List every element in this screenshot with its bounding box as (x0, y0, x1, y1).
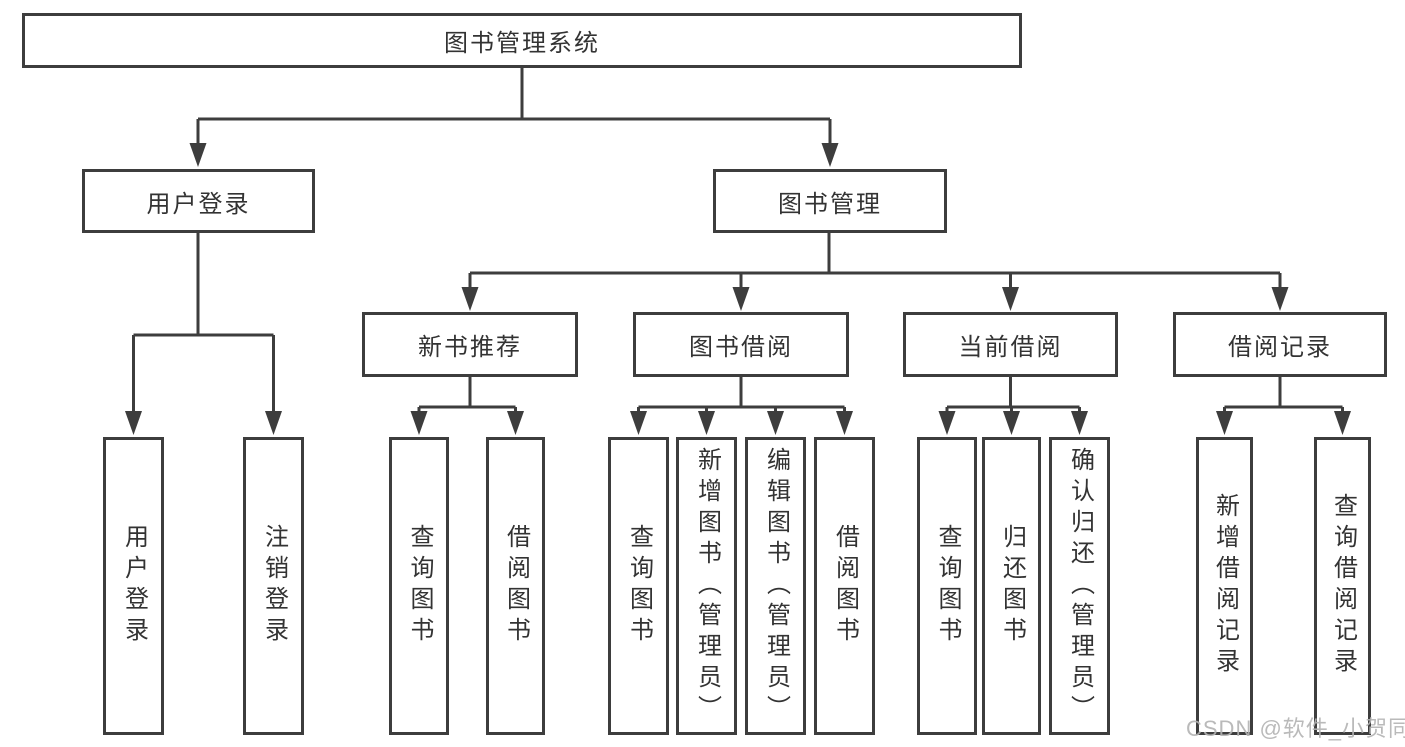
node-label: 查询图书 (625, 524, 653, 648)
connector-borrowing-records-branch (1216, 377, 1351, 435)
leaf-add-borrow-record: 新增借阅记录 (1196, 437, 1253, 735)
node-label: 图书管理系统 (444, 30, 600, 57)
node-library-system-root: 图书管理系统 (22, 13, 1022, 68)
connector-user-login-branch (125, 233, 282, 435)
node-label: 查询图书 (406, 524, 433, 648)
connector-book-management-branch (461, 233, 1289, 311)
leaf-search-books-recommend: 查询图书 (389, 437, 449, 735)
node-label: 借阅图书 (831, 524, 859, 648)
leaf-add-books-admin: 新增图书（管理员） (676, 437, 737, 735)
leaf-edit-books-admin: 编辑图书（管理员） (745, 437, 806, 735)
node-label: 查询图书 (934, 524, 961, 648)
connector-book-borrowing-branch (630, 377, 853, 435)
leaf-search-books-borrowing: 查询图书 (608, 437, 669, 735)
leaf-borrow-books-borrowing: 借阅图书 (814, 437, 875, 735)
node-label: 编辑图书（管理员） (762, 446, 790, 726)
node-current-borrowing: 当前借阅 (903, 312, 1118, 377)
csdn-watermark: CSDN @软件_小贺同学 (1186, 716, 1405, 741)
node-label: 查询借阅记录 (1329, 493, 1357, 679)
leaf-search-books-current: 查询图书 (917, 437, 977, 735)
node-label: 图书管理 (778, 190, 882, 218)
node-label: 新书推荐 (418, 334, 522, 361)
node-user-login: 用户登录 (82, 169, 315, 233)
leaf-borrow-books-recommend: 借阅图书 (486, 437, 545, 735)
node-label: 图书借阅 (689, 334, 793, 361)
leaf-search-borrow-record: 查询借阅记录 (1314, 437, 1371, 735)
node-label: 当前借阅 (958, 334, 1063, 361)
leaf-return-books: 归还图书 (982, 437, 1041, 735)
leaf-logout-login: 注销登录 (243, 437, 304, 735)
node-label: 借阅记录 (1228, 334, 1332, 361)
node-label: 归还图书 (998, 524, 1026, 648)
leaf-user-login: 用户登录 (103, 437, 164, 735)
node-borrowing-records: 借阅记录 (1173, 312, 1387, 377)
node-label: 新增借阅记录 (1211, 493, 1239, 679)
node-label: 借阅图书 (502, 524, 530, 648)
connector-current-borrowing-branch (938, 377, 1088, 435)
node-label: 注销登录 (260, 524, 288, 648)
connector-root-to-level1 (189, 68, 839, 167)
node-new-book-recommendation: 新书推荐 (362, 312, 578, 377)
node-label: 用户登录 (146, 190, 251, 218)
leaf-confirm-return-admin: 确认归还（管理员） (1049, 437, 1110, 735)
node-label: 用户登录 (120, 524, 148, 648)
node-label: 新增图书（管理员） (693, 446, 721, 726)
node-label: 确认归还（管理员） (1066, 446, 1094, 726)
node-book-borrowing: 图书借阅 (633, 312, 849, 377)
connector-new-book-recommendation-branch (410, 377, 524, 435)
node-book-management: 图书管理 (713, 169, 947, 233)
